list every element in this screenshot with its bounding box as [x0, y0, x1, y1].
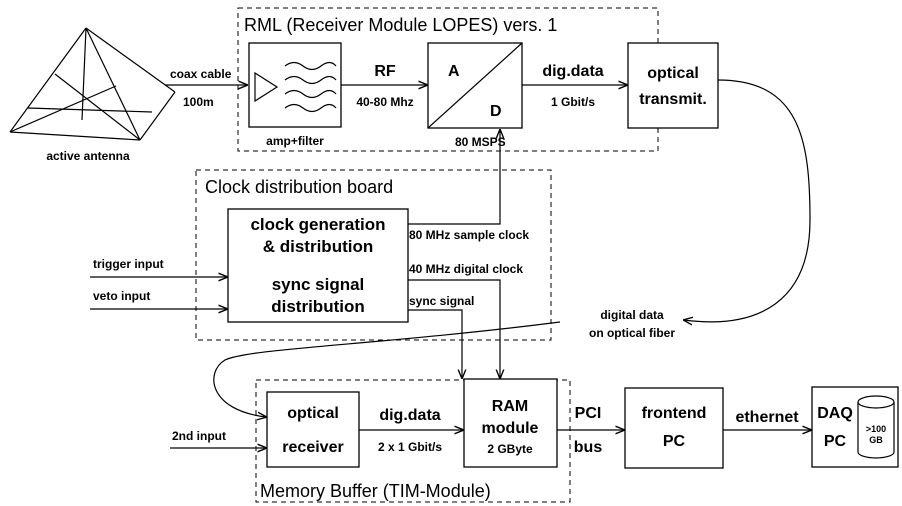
- memory-buffer-frame: [255, 379, 571, 503]
- optical-receiver-box: [266, 391, 360, 468]
- daq-pc-box: [811, 386, 899, 468]
- sync-signal-arrow: [408, 309, 462, 378]
- frontend-line2: PC: [663, 433, 686, 450]
- ram-size: 2 GByte: [487, 442, 533, 456]
- receiver-digdata-label: dig.data: [379, 407, 440, 424]
- rf-range: 40-80 Mhz: [356, 95, 413, 109]
- digdata-rate: 1 Gbit/s: [551, 95, 595, 109]
- frontend-line1: frontend: [642, 405, 707, 422]
- ram-line1: RAM: [492, 398, 528, 415]
- receiver-digdata-rate: 2 x 1 Gbit/s: [378, 440, 442, 454]
- amp-filter-label: amp+filter: [266, 134, 324, 148]
- optical-transmitter-box: [627, 42, 719, 129]
- optical-receiver-line2: receiver: [282, 439, 343, 456]
- second-input-label: 2nd input: [172, 429, 226, 443]
- antenna-label: active antenna: [46, 149, 130, 163]
- sync-dist-line2: distribution: [271, 297, 364, 316]
- ethernet-label: ethernet: [735, 409, 799, 426]
- digital-clock-label: 40 MHz digital clock: [409, 262, 523, 276]
- amplifier-filter-icon: [254, 61, 337, 113]
- trigger-input-label: trigger input: [93, 257, 164, 271]
- coax-label: coax cable: [170, 67, 232, 81]
- ram-module-box: [463, 378, 558, 468]
- clock-gen-line2: & distribution: [263, 237, 373, 256]
- active-antenna-icon: [9, 27, 176, 141]
- sync-signal-label: sync signal: [409, 294, 474, 308]
- disk-line1: >100: [866, 424, 886, 434]
- clock-generation-box: [227, 208, 409, 323]
- sample-clock-label: 80 MHz sample clock: [409, 228, 529, 242]
- clock-gen-line1: clock generation: [250, 215, 385, 234]
- rml-title: RML (Receiver Module LOPES) vers. 1: [244, 15, 557, 35]
- pci-line2: bus: [574, 439, 603, 456]
- veto-input-label: veto input: [93, 289, 150, 303]
- memory-buffer-title: Memory Buffer (TIM-Module): [260, 481, 491, 501]
- daq-line2: PC: [824, 433, 847, 450]
- adc-rate: 80 MSPS: [455, 135, 506, 149]
- fiber-label-line1: digital data: [600, 308, 664, 322]
- adc-a: A: [448, 63, 460, 80]
- ram-line2: module: [482, 420, 539, 437]
- disk-storage-icon: [857, 395, 895, 459]
- adc-d: D: [490, 103, 502, 120]
- clock-board-title: Clock distribution board: [205, 177, 393, 197]
- digital-clock-arrow: [408, 279, 500, 378]
- optical-fiber-curve: [684, 79, 811, 322]
- clock-board-frame: [195, 169, 552, 341]
- fiber-label-line2: on optical fiber: [589, 326, 675, 340]
- sample-clock-arrow: [408, 130, 500, 225]
- optical-receiver-line1: optical: [287, 405, 339, 422]
- rml-frame: [237, 7, 659, 152]
- pci-line1: PCI: [575, 405, 602, 422]
- disk-line2: GB: [869, 435, 883, 445]
- sync-dist-line1: sync signal: [272, 275, 365, 294]
- adc-diagonal: [427, 42, 523, 129]
- fiber-to-receiver-curve: [213, 321, 561, 417]
- optical-transmit-line1: optical: [647, 65, 699, 82]
- amp-filter-box: [248, 42, 342, 128]
- digdata-label: dig.data: [542, 63, 603, 80]
- coax-length: 100m: [183, 95, 214, 109]
- daq-line1: DAQ: [817, 405, 853, 422]
- frontend-pc-box: [624, 387, 724, 469]
- rf-label: RF: [374, 63, 396, 80]
- optical-transmit-line2: transmit.: [639, 91, 707, 108]
